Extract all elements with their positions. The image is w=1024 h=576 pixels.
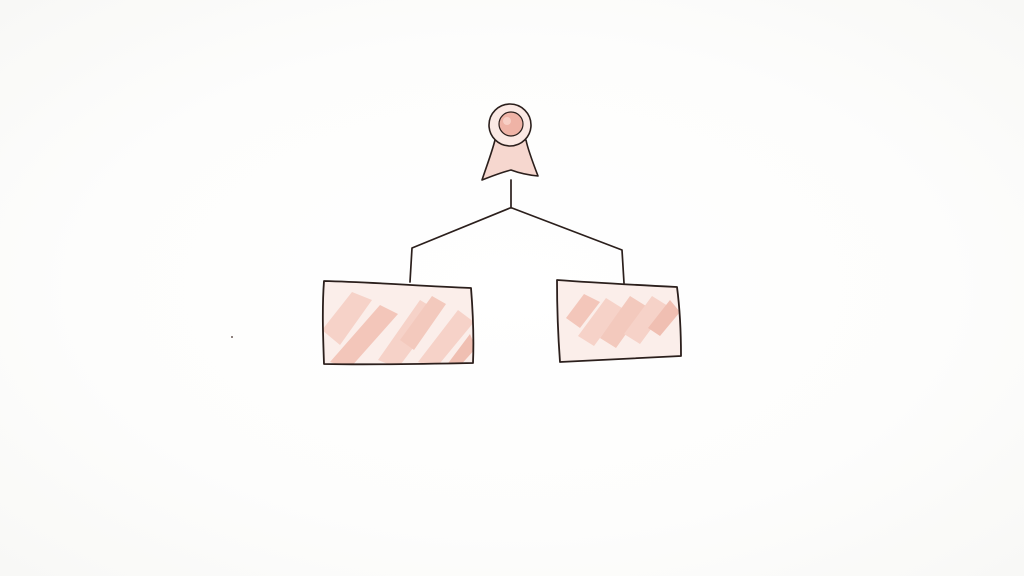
medal-highlight	[503, 117, 511, 125]
left-box-hatching	[323, 281, 474, 365]
root-node	[481, 103, 539, 181]
connector-to-right-box	[511, 207, 625, 284]
medal-inner-disc	[498, 111, 524, 137]
left-box-outline	[321, 280, 475, 366]
right-box-node	[556, 279, 682, 363]
connectors	[409, 179, 625, 284]
left-box-node	[321, 280, 475, 366]
stray-mark	[231, 336, 233, 338]
right-box-outline	[556, 279, 682, 363]
right-box-hatching	[557, 280, 681, 362]
connector-to-left-box	[409, 207, 511, 283]
ribbon-tail	[481, 139, 539, 181]
award-ribbon-icon	[481, 103, 539, 181]
